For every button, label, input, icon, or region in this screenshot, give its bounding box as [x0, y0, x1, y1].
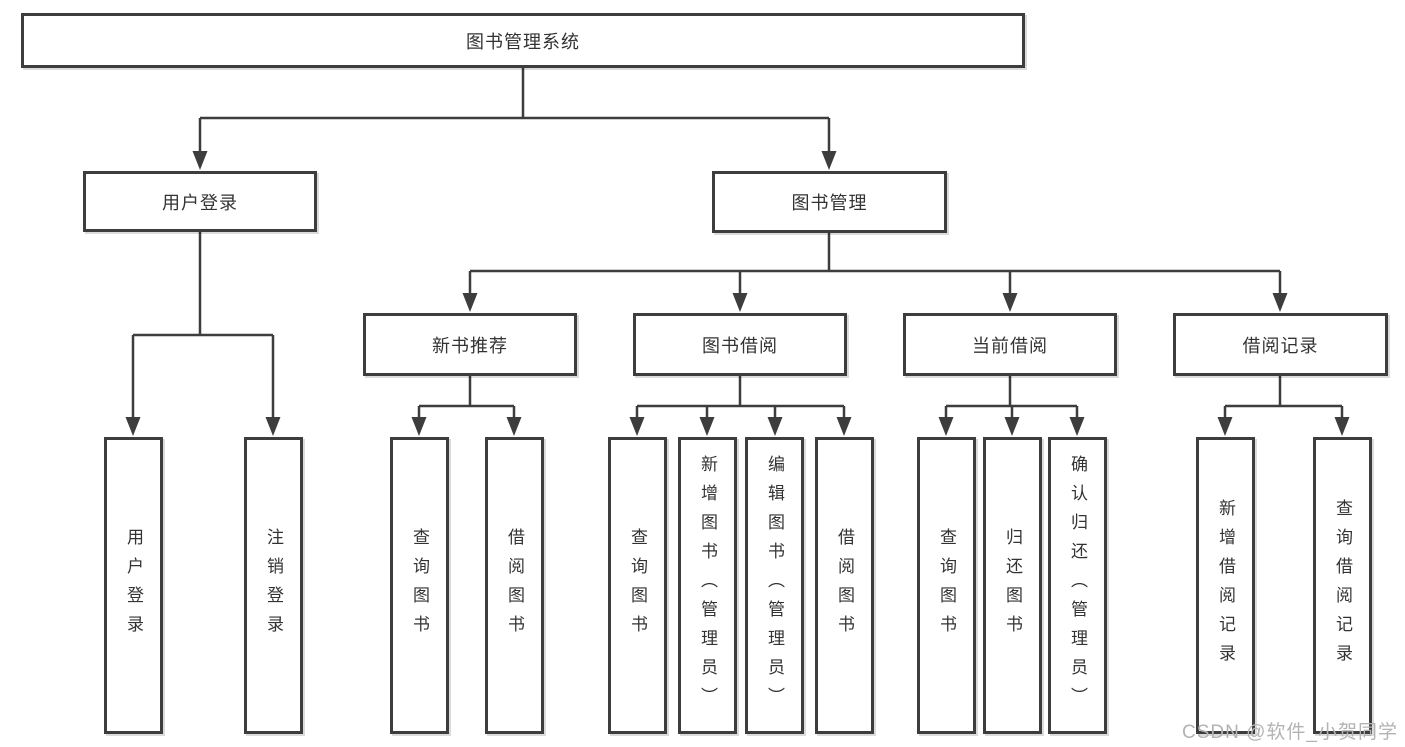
leaf-return-book: 归还图书	[983, 437, 1042, 734]
leaf-edit-book-admin: 编辑图书（管理员）	[745, 437, 804, 734]
node-library-management-system: 图书管理系统	[21, 13, 1025, 68]
leaf-user-login: 用户登录	[104, 437, 163, 734]
leaf-query-borrow-record: 查询借阅记录	[1313, 437, 1372, 734]
leaf-borrow-book: 借阅图书	[815, 437, 874, 734]
leaf-add-borrow-record: 新增借阅记录	[1196, 437, 1255, 734]
leaf-query-book: 查询图书	[917, 437, 976, 734]
leaf-add-book-admin: 新增图书（管理员）	[678, 437, 737, 734]
node-borrow-records: 借阅记录	[1173, 313, 1388, 376]
leaf-query-book: 查询图书	[390, 437, 449, 734]
node-book-management: 图书管理	[712, 171, 947, 233]
leaf-confirm-return-admin: 确认归还（管理员）	[1048, 437, 1107, 734]
node-book-borrow: 图书借阅	[633, 313, 847, 376]
leaf-query-book: 查询图书	[608, 437, 667, 734]
node-current-borrow: 当前借阅	[903, 313, 1117, 376]
node-user-login: 用户登录	[83, 171, 317, 232]
node-new-book-recommend: 新书推荐	[363, 313, 577, 376]
arrowheads	[125, 151, 1350, 436]
leaf-logout: 注销登录	[244, 437, 303, 734]
watermark: CSDN @软件_小贺同学	[1182, 722, 1398, 743]
leaf-borrow-book: 借阅图书	[485, 437, 544, 734]
